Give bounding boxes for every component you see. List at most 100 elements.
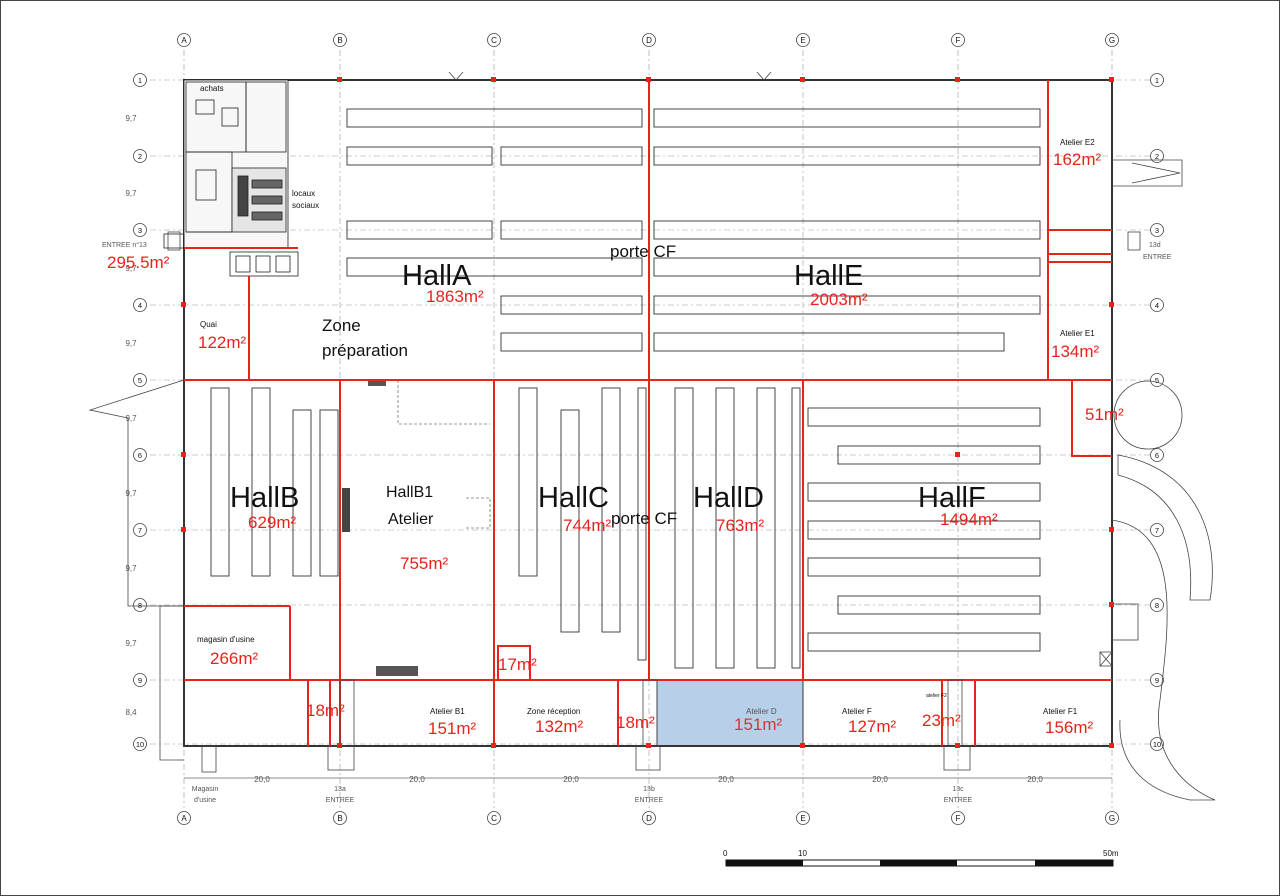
racks-hall-e — [653, 108, 1041, 352]
row-label-left: 4 — [138, 301, 142, 310]
col-label-bottom: D — [646, 814, 652, 823]
row-label-left: 7 — [138, 526, 142, 535]
col-spacing: 20,0 — [718, 775, 734, 784]
row-label-left: 6 — [138, 451, 142, 460]
hall-b1-name: HallB1 — [386, 484, 433, 501]
hall-d-name: HallD — [693, 482, 764, 514]
area-label-17: 17m² — [498, 655, 537, 674]
row-markers — [133, 73, 1164, 751]
room-label-quai: Quai — [200, 320, 217, 329]
partition-walls — [184, 80, 1112, 746]
entrance-label-13d-2: ENTREE — [1143, 254, 1172, 261]
hall-f-name: HallF — [918, 482, 986, 514]
row-label-left: 5 — [138, 376, 142, 385]
area-label-295: 295.5m² — [107, 253, 170, 272]
hall-b1-equipment — [342, 488, 350, 532]
label-entree-13c-1: 13c — [952, 786, 964, 793]
area-label-151a: 151m² — [428, 719, 477, 738]
room-label-atelier-f2: atelier F2 — [926, 693, 947, 699]
col-label-top: E — [800, 36, 805, 45]
label-entree-13b-1: 13b — [643, 786, 655, 793]
area-label-18b: 18m² — [616, 713, 655, 732]
hall-b-area: 629m² — [248, 513, 297, 532]
hall-b1-door-block — [368, 380, 386, 386]
area-label-127: 127m² — [848, 717, 897, 736]
zone-label-line2: préparation — [322, 341, 408, 360]
atelier-d-highlight — [656, 679, 804, 747]
room-label-sociaux: sociaux — [292, 201, 319, 210]
hall-b1-area: 755m² — [400, 554, 449, 573]
zone-label-line1: Zone — [322, 316, 361, 335]
label-magasin-usine-2: d'usine — [194, 797, 216, 804]
row-spacing: 9,7 — [125, 564, 137, 573]
scale-label-start: 0 — [723, 849, 728, 858]
scale-bar — [725, 859, 1114, 867]
label-entree-13a-1: 13a — [334, 786, 346, 793]
hall-b-name: HallB — [230, 482, 299, 514]
col-label-bottom: G — [1109, 814, 1115, 823]
hall-b1-subtitle: Atelier — [388, 511, 434, 528]
row-spacing: 9,7 — [125, 189, 137, 198]
row-label-right: 2 — [1155, 152, 1159, 161]
row-spacing: 8,4 — [125, 708, 137, 717]
area-label-51: 51m² — [1085, 405, 1124, 424]
hall-c-name: HallC — [538, 482, 609, 514]
row-spacing: 9,7 — [125, 414, 137, 423]
row-label-right: 7 — [1155, 526, 1159, 535]
column-posts — [181, 77, 1114, 748]
scale-label-mid: 10 — [798, 849, 807, 858]
col-label-bottom: E — [800, 814, 805, 823]
room-label-atelier-b1: Atelier B1 — [430, 707, 465, 716]
racks-hall-f — [807, 407, 1041, 652]
racks-hall-b — [210, 387, 339, 577]
area-label-122: 122m² — [198, 333, 247, 352]
racks-hall-d — [674, 387, 801, 669]
col-label-bottom: B — [337, 814, 342, 823]
entrance-label-13d-1: 13d — [1149, 242, 1161, 249]
room-label-locaux: locaux — [292, 189, 315, 198]
hall-c-area: 744m² — [563, 516, 612, 535]
label-magasin-usine-1: Magasin — [192, 786, 219, 793]
col-spacing: 20,0 — [563, 775, 579, 784]
col-spacing: 20,0 — [409, 775, 425, 784]
label-entree-13c-2: ENTREE — [944, 797, 973, 804]
col-label-top: B — [337, 36, 342, 45]
area-label-132: 132m² — [535, 717, 584, 736]
hall-b1-bench — [376, 666, 418, 676]
column-markers — [177, 33, 1119, 825]
room-label-atelier-e1: Atelier E1 — [1060, 329, 1095, 338]
col-label-top: C — [491, 36, 497, 45]
row-label-left: 3 — [138, 226, 142, 235]
row-spacing: 9,7 — [125, 264, 137, 273]
area-label-151b: 151m² — [734, 715, 783, 734]
area-label-156: 156m² — [1045, 718, 1094, 737]
racks-hall-a — [346, 108, 643, 352]
room-label-atelier-d: Atelier D — [746, 707, 777, 716]
row-spacing: 9,7 — [125, 339, 137, 348]
row-label-right: 8 — [1155, 601, 1159, 610]
hall-a-name: HallA — [402, 260, 472, 292]
hall-b1-details — [397, 380, 491, 529]
hall-d-area: 763m² — [716, 516, 765, 535]
row-label-right: 3 — [1155, 226, 1159, 235]
row-label-right: 6 — [1155, 451, 1159, 460]
label-entree-13b-2: ENTREE — [635, 797, 664, 804]
col-spacing: 20,0 — [1027, 775, 1043, 784]
area-label-266: 266m² — [210, 649, 259, 668]
row-label-right: 5 — [1155, 376, 1159, 385]
row-label-right: 10 — [1153, 740, 1161, 749]
col-label-bottom: C — [491, 814, 497, 823]
porte-cf-top: porte CF — [610, 242, 676, 261]
col-label-top: D — [646, 36, 652, 45]
col-label-top: A — [181, 36, 187, 45]
col-spacing: 20,0 — [254, 775, 270, 784]
hall-e-name: HallE — [794, 260, 863, 292]
hall-f-area: 1494m² — [940, 510, 998, 529]
racks-hall-c — [518, 387, 647, 661]
room-label-achats: achats — [200, 84, 224, 93]
row-label-right: 1 — [1155, 76, 1159, 85]
room-label-atelier-f: Atelier F — [842, 707, 872, 716]
col-label-bottom: F — [956, 814, 961, 823]
area-label-18a: 18m² — [306, 701, 345, 720]
